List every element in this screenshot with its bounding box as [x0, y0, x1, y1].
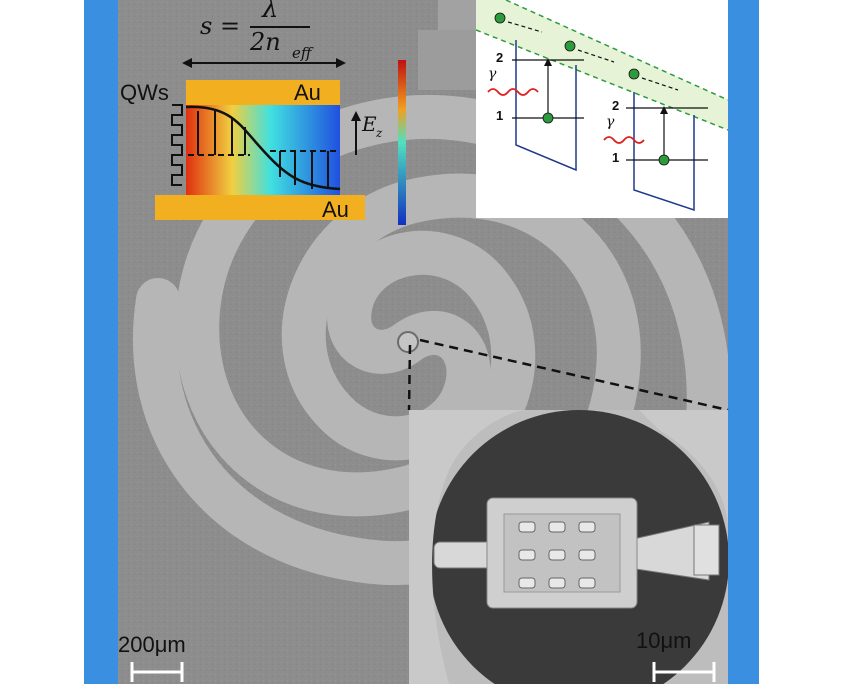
formula-lhs: s = [200, 12, 241, 40]
scale-bar-right [652, 662, 716, 682]
field-label: E [362, 112, 377, 136]
formula-denominator: 2n [250, 28, 281, 56]
device-zoom-inset [409, 410, 728, 684]
formula-numerator: λ [262, 0, 279, 24]
scale-bar-left-label: 200μm [118, 632, 186, 657]
scale-bar-right-label: 10μm [636, 628, 692, 653]
formula-subscript: eff [292, 44, 312, 62]
level-1-left: 1 [496, 108, 504, 123]
cavity-schematic [155, 58, 406, 225]
photon-right: γ [606, 114, 615, 130]
band-diagram [475, 0, 729, 212]
qws-label: QWs [120, 80, 169, 105]
scale-bar-left [130, 662, 184, 682]
field-subscript: z [376, 126, 383, 140]
photon-left: γ [488, 66, 497, 82]
level-2-right: 2 [612, 98, 620, 113]
au-top-label: Au [294, 80, 321, 105]
band-diagram-inset: 2 1 2 1 γ γ [475, 0, 729, 218]
au-bottom-label: Au [322, 197, 349, 222]
device-micrograph [409, 410, 728, 684]
level-2-left: 2 [496, 50, 504, 65]
formula-bar [250, 26, 310, 28]
level-1-right: 1 [612, 150, 620, 165]
